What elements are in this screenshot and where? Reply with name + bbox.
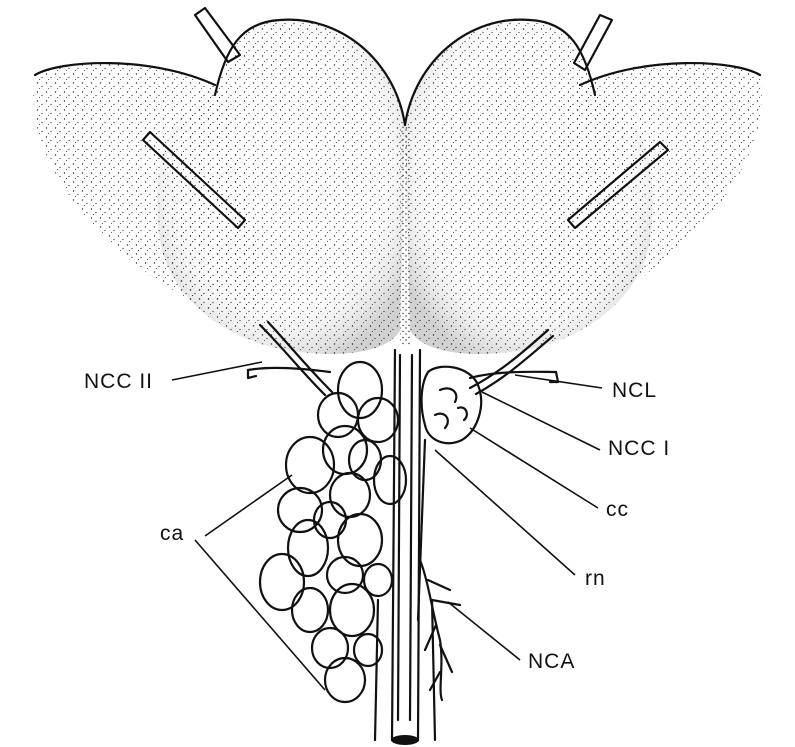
- aorta: [375, 350, 435, 745]
- label-cc: cc: [606, 498, 629, 521]
- leader-lines: [172, 362, 602, 690]
- label-nca: NCA: [528, 650, 575, 673]
- label-ca: ca: [160, 522, 184, 545]
- nca-nerve: [420, 560, 460, 700]
- corpora-allata: [260, 362, 406, 702]
- label-ncc2: NCC II: [84, 370, 153, 393]
- label-ncc1: NCC I: [608, 437, 670, 460]
- label-ncl: NCL: [612, 379, 657, 402]
- label-rn: rn: [585, 567, 606, 590]
- right-hemisphere: [405, 20, 653, 354]
